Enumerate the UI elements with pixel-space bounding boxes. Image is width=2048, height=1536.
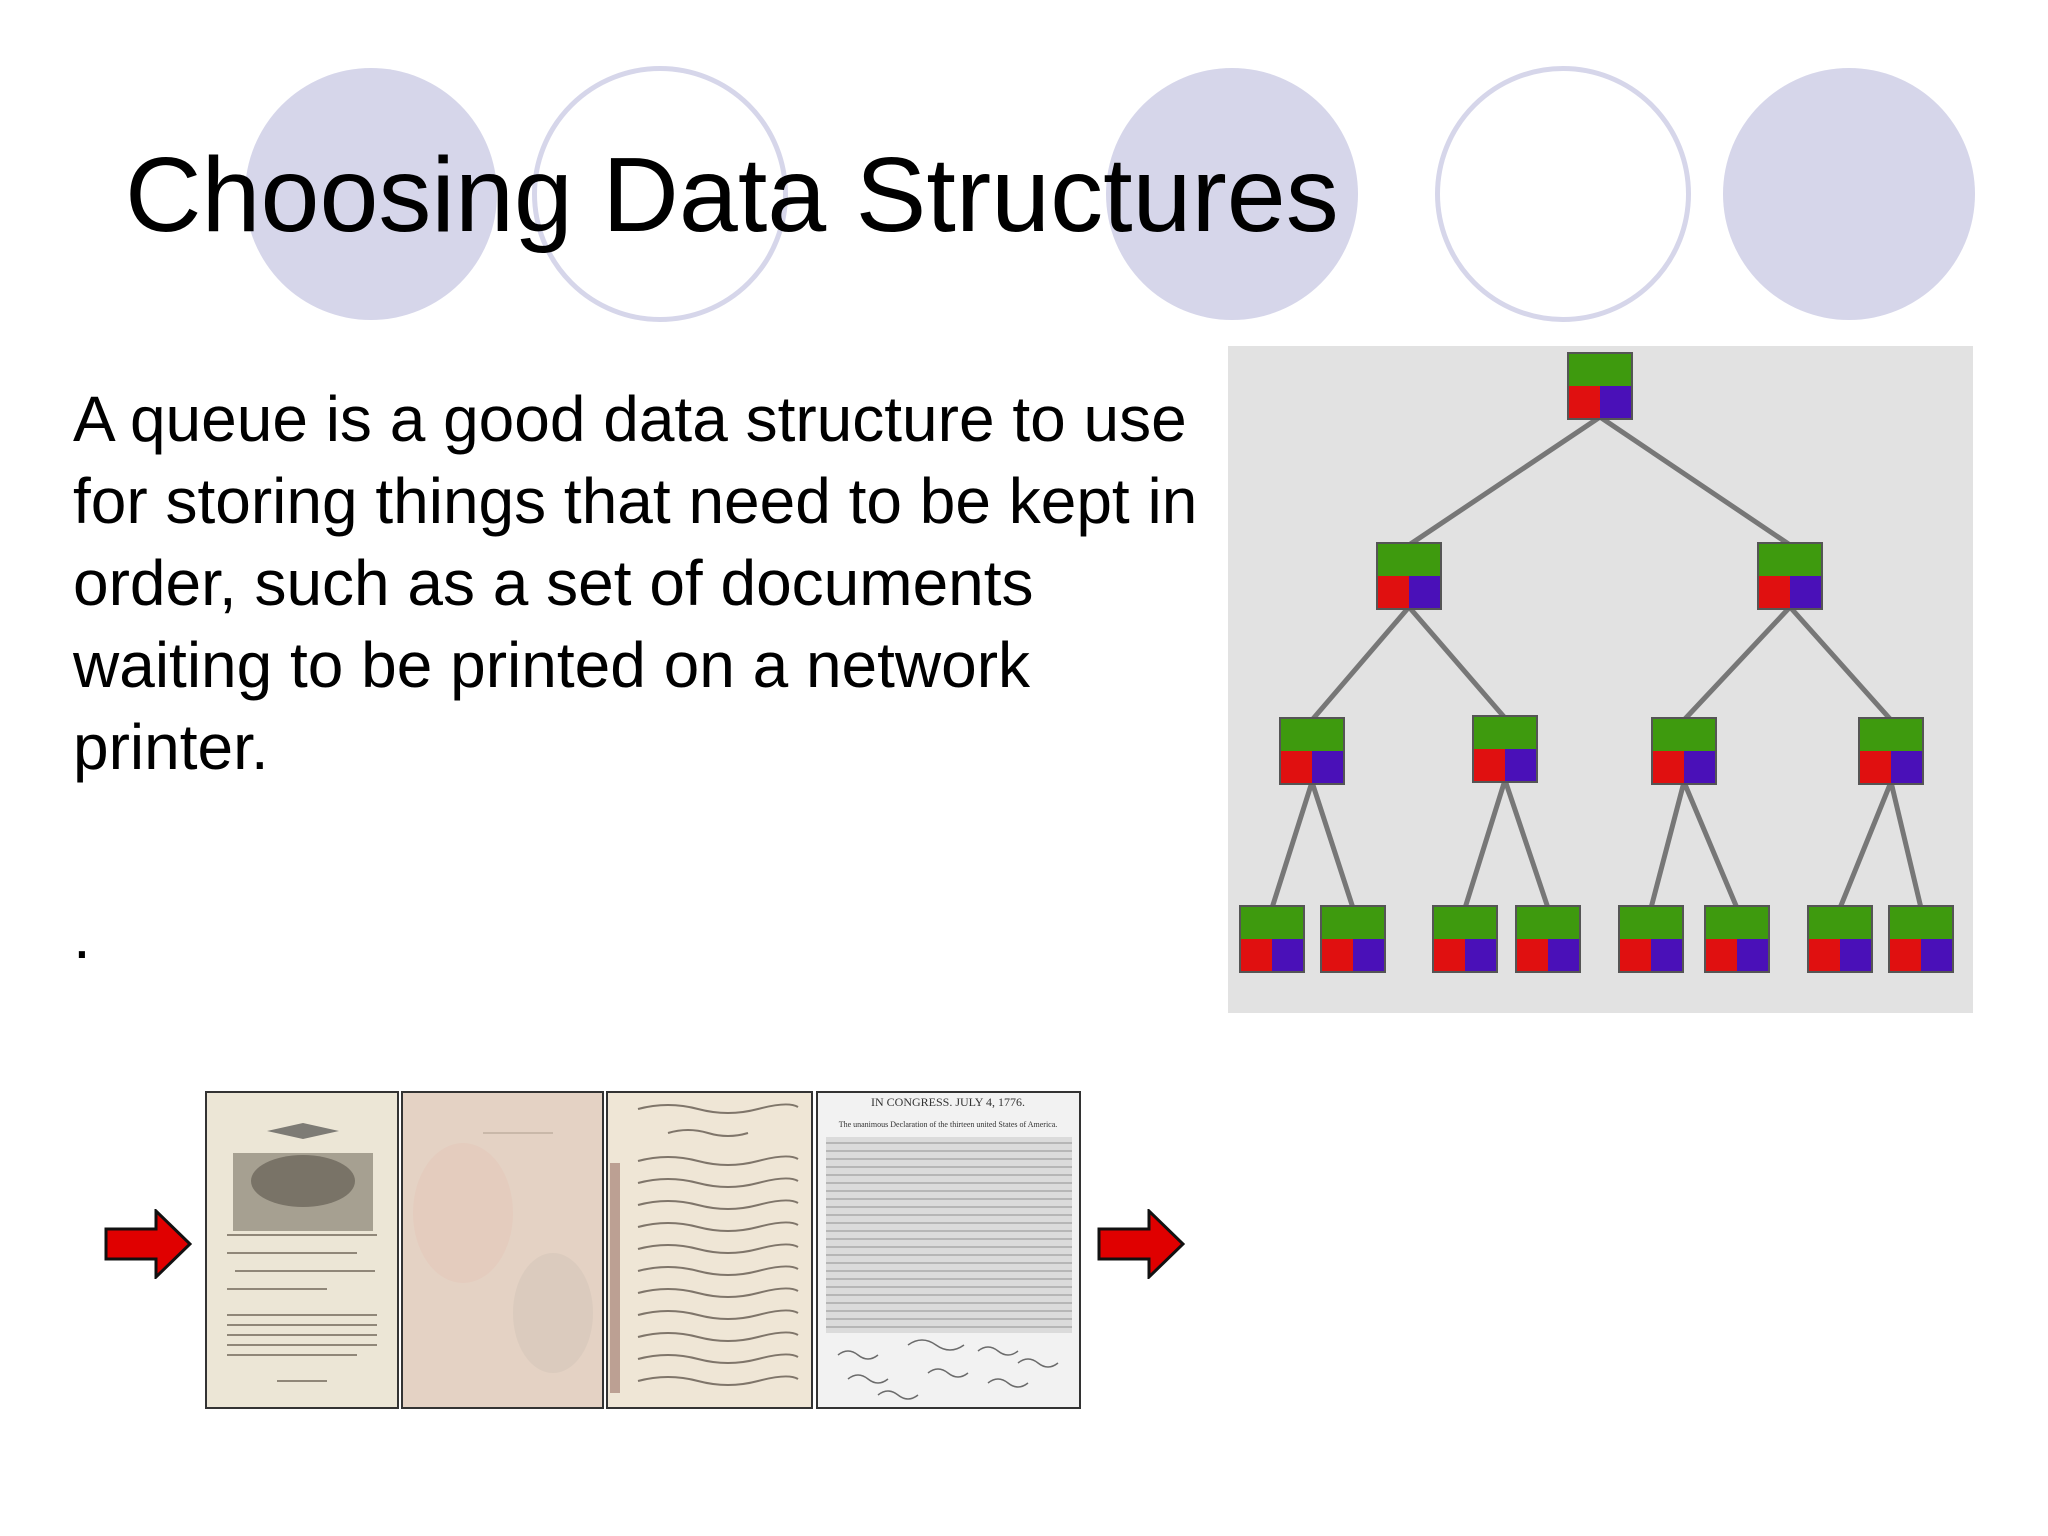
tree-node — [1279, 717, 1345, 785]
right-arrow-icon — [1097, 1209, 1185, 1279]
tree-node-right — [1790, 576, 1822, 609]
tree-node-right — [1600, 386, 1632, 419]
queued-document-3 — [606, 1091, 813, 1409]
tree-node — [1651, 717, 1717, 785]
tree-node-left — [1240, 939, 1272, 972]
right-arrow-icon — [104, 1209, 192, 1279]
tree-node-left — [1705, 939, 1737, 972]
tree-node — [1567, 352, 1633, 420]
tree-node-left — [1516, 939, 1548, 972]
tree-node-right — [1505, 749, 1537, 782]
tree-node-left — [1280, 751, 1312, 784]
bullet-dot: . — [73, 900, 91, 972]
tree-edge — [1406, 604, 1508, 721]
tree-node — [1618, 905, 1684, 973]
tree-node-right — [1840, 939, 1872, 972]
tree-node-top — [1321, 906, 1385, 939]
tree-node — [1432, 905, 1498, 973]
tree-node-top — [1859, 718, 1923, 751]
queued-document-2 — [401, 1091, 604, 1409]
tree-node-left — [1568, 386, 1600, 419]
tree-node — [1704, 905, 1770, 973]
tree-edge — [1309, 779, 1356, 911]
tree-node-top — [1758, 543, 1822, 576]
tree-edge — [1462, 777, 1508, 911]
tree-node-right — [1312, 751, 1344, 784]
tree-node-left — [1377, 576, 1409, 609]
tree-edge — [1681, 779, 1740, 911]
binary-tree-illustration — [1228, 346, 1973, 1013]
slide-body-text: A queue is a good data structure to use … — [73, 383, 1198, 783]
tree-node-right — [1891, 751, 1923, 784]
tree-node — [1239, 905, 1305, 973]
tree-node-left — [1758, 576, 1790, 609]
tree-node-right — [1272, 939, 1304, 972]
tree-node-left — [1808, 939, 1840, 972]
tree-edge — [1502, 777, 1551, 911]
tree-node — [1376, 542, 1442, 610]
tree-node-top — [1619, 906, 1683, 939]
tree-node-right — [1548, 939, 1580, 972]
binary-tree-graphic — [1239, 352, 1954, 973]
tree-edge — [1888, 779, 1924, 911]
tree-node-top — [1240, 906, 1304, 939]
tree-node-right — [1353, 939, 1385, 972]
tree-node-right — [1651, 939, 1683, 972]
tree-node-top — [1433, 906, 1497, 939]
tree-edge — [1269, 779, 1315, 911]
tree-node-right — [1684, 751, 1716, 784]
doc-heading-line2: The unanimous Declaration of the thirtee… — [839, 1120, 1058, 1129]
tree-edge — [1406, 414, 1603, 548]
slide-title: Choosing Data Structures — [125, 136, 1339, 254]
tree-node-top — [1280, 718, 1344, 751]
decor-circle-4 — [1435, 66, 1691, 322]
tree-node-left — [1859, 751, 1891, 784]
tree-node — [1320, 905, 1386, 973]
tree-node — [1472, 715, 1538, 783]
decor-circle-2 — [532, 66, 788, 322]
tree-node-left — [1652, 751, 1684, 784]
tree-node — [1515, 905, 1581, 973]
tree-edge — [1787, 604, 1894, 723]
tree-node-top — [1808, 906, 1872, 939]
decor-circle-1 — [245, 68, 497, 320]
decor-circle-5 — [1723, 68, 1975, 320]
tree-edge — [1648, 779, 1687, 911]
tree-node — [1858, 717, 1924, 785]
tree-node-left — [1889, 939, 1921, 972]
tree-node — [1888, 905, 1954, 973]
tree-node-top — [1377, 543, 1441, 576]
tree-node-left — [1321, 939, 1353, 972]
tree-edge — [1837, 779, 1894, 911]
tree-edge — [1597, 414, 1793, 548]
tree-node-top — [1705, 906, 1769, 939]
tree-node-top — [1568, 353, 1632, 386]
tree-node-right — [1737, 939, 1769, 972]
decor-circle-3 — [1106, 68, 1358, 320]
queued-document-1 — [205, 1091, 399, 1409]
tree-node-left — [1433, 939, 1465, 972]
tree-node — [1807, 905, 1873, 973]
tree-node-top — [1516, 906, 1580, 939]
queued-document-4: IN CONGRESS. JULY 4, 1776. The unanimous… — [816, 1091, 1081, 1409]
tree-node-top — [1889, 906, 1953, 939]
tree-node-left — [1473, 749, 1505, 782]
tree-node-top — [1652, 718, 1716, 751]
tree-edge — [1309, 604, 1412, 723]
tree-node-right — [1465, 939, 1497, 972]
tree-node — [1757, 542, 1823, 610]
doc-heading-line1: IN CONGRESS. JULY 4, 1776. — [871, 1095, 1025, 1109]
tree-edge — [1681, 604, 1793, 723]
tree-node-right — [1409, 576, 1441, 609]
tree-node-top — [1473, 716, 1537, 749]
tree-node-right — [1921, 939, 1953, 972]
tree-node-left — [1619, 939, 1651, 972]
